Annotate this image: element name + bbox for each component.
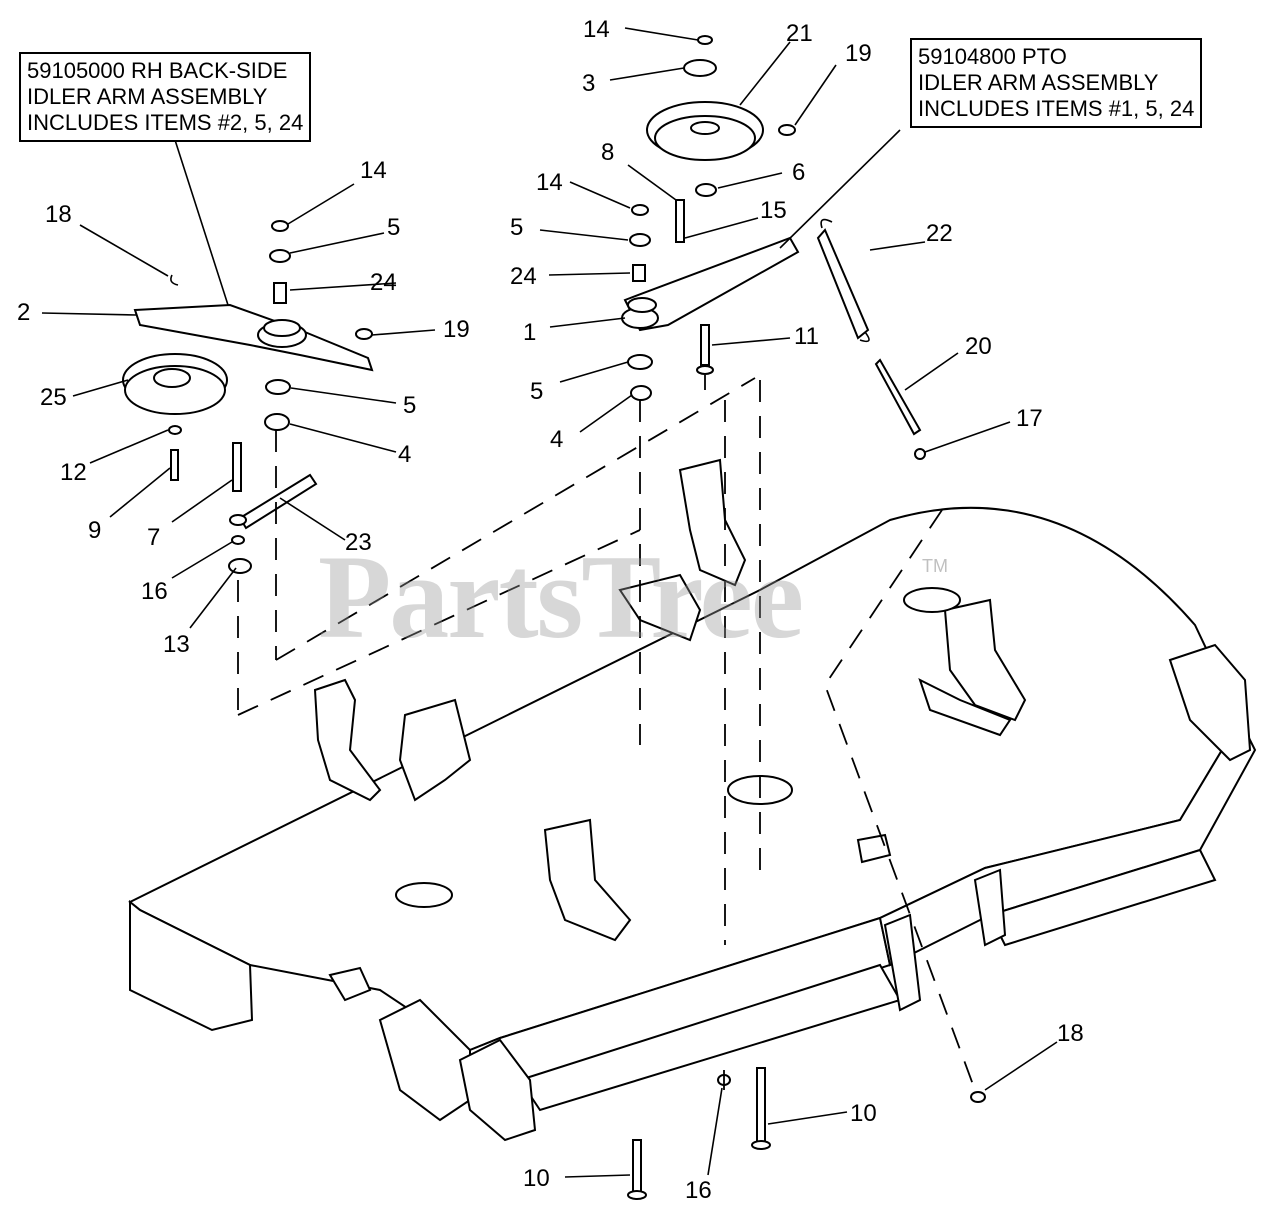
callouts: 14 3 21 19 8 6 14 15 5 24 22 1 11 20 5 4…: [17, 16, 1084, 1204]
callout-25: 25: [40, 384, 67, 411]
callout-8: 8: [601, 139, 614, 166]
callout-24: 24: [370, 269, 397, 296]
callout-16: 16: [685, 1177, 712, 1204]
callout-9: 9: [88, 517, 101, 544]
callout-23: 23: [345, 529, 372, 556]
pto-box-line-3: INCLUDES ITEMS #1, 5, 24: [918, 96, 1195, 121]
pto-assembly-box: 59104800 PTO IDLER ARM ASSEMBLY INCLUDES…: [910, 38, 1203, 128]
callout-20: 20: [965, 333, 992, 360]
callout-22: 22: [926, 220, 953, 247]
partstree-watermark: PartsTree: [318, 530, 804, 663]
rh-box-line-3: INCLUDES ITEMS #2, 5, 24: [27, 110, 304, 135]
leader-lines: [41, 27, 1058, 1178]
rh-box-line-2: IDLER ARM ASSEMBLY: [27, 84, 268, 109]
callout-4: 4: [550, 426, 563, 453]
callout-14: 14: [583, 16, 610, 43]
callout-4: 4: [398, 441, 411, 468]
callout-1: 1: [523, 319, 536, 346]
callout-7: 7: [147, 524, 160, 551]
callout-14: 14: [536, 169, 563, 196]
callout-17: 17: [1016, 405, 1043, 432]
callout-18: 18: [45, 201, 72, 228]
callout-15: 15: [760, 197, 787, 224]
callout-24: 24: [510, 263, 537, 290]
callout-12: 12: [60, 459, 87, 486]
callout-6: 6: [792, 159, 805, 186]
callout-18: 18: [1057, 1020, 1084, 1047]
callout-5: 5: [387, 214, 400, 241]
parts: [122, 35, 986, 1200]
callout-11: 11: [794, 323, 819, 350]
callout-2: 2: [17, 299, 30, 326]
callout-10: 10: [850, 1100, 877, 1127]
callout-5: 5: [530, 378, 543, 405]
callout-3: 3: [582, 70, 595, 97]
callout-13: 13: [163, 631, 190, 658]
pto-box-line-1: 59104800 PTO: [918, 44, 1067, 69]
assembly-lines: [237, 375, 976, 1091]
callout-14: 14: [360, 157, 387, 184]
callout-5: 5: [403, 392, 416, 419]
callout-19: 19: [443, 316, 470, 343]
rh-box-line-1: 59105000 RH BACK-SIDE: [27, 58, 288, 83]
callout-16: 16: [141, 578, 168, 605]
pto-box-line-2: IDLER ARM ASSEMBLY: [918, 70, 1159, 95]
watermark-tm: TM: [922, 556, 948, 576]
mower-deck: [128, 458, 1257, 1142]
callout-21: 21: [786, 20, 813, 47]
callout-5: 5: [510, 214, 523, 241]
rh-backside-assembly-box: 59105000 RH BACK-SIDE IDLER ARM ASSEMBLY…: [19, 52, 312, 142]
callout-10: 10: [523, 1165, 550, 1192]
callout-19: 19: [845, 40, 872, 67]
